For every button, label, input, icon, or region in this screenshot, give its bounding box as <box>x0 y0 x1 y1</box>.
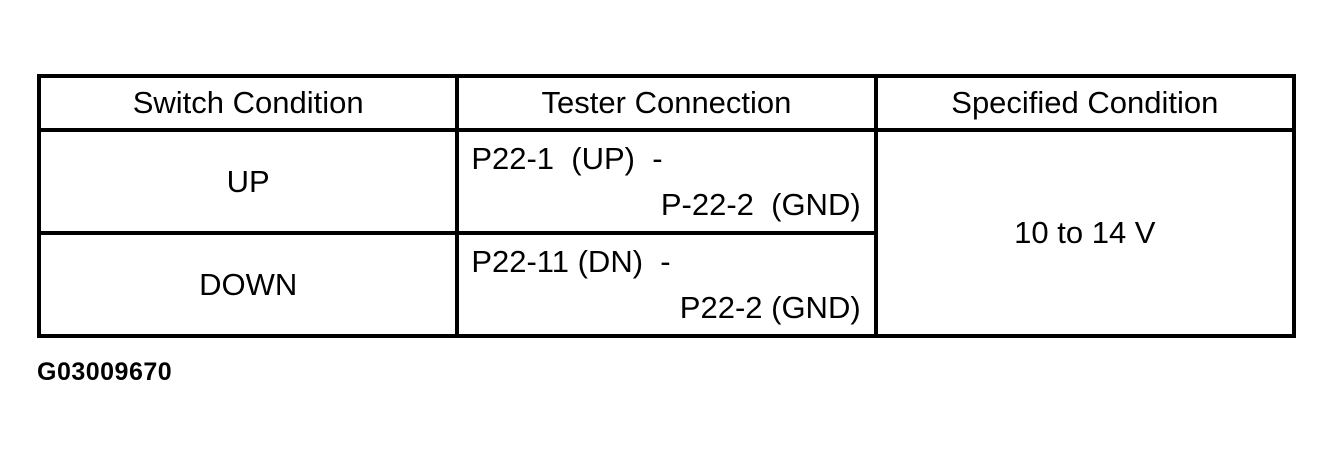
cell-specified-condition-value: 10 to 14 V <box>873 128 1297 338</box>
table-row-up: UP P22-1 (UP) - P-22-2 (GND) 10 to 14 V <box>36 128 1297 338</box>
cell-tester-connection-up: P22-1 (UP) - P-22-2 (GND) <box>455 128 878 235</box>
tester-connection-down-line2: P22-2 (GND) <box>679 290 861 325</box>
electrical-spec-table: Switch Condition Tester Connection Speci… <box>36 74 1297 338</box>
table-row-down: DOWN P22-11 (DN) - P22-2 (GND) <box>36 231 1294 338</box>
cell-tester-connection-down: P22-11 (DN) - P22-2 (GND) <box>455 231 878 338</box>
header-tester-connection: Tester Connection <box>455 74 878 132</box>
header-switch-condition: Switch Condition <box>36 74 460 132</box>
cell-switch-condition-down: DOWN <box>36 231 460 338</box>
header-specified-condition: Specified Condition <box>873 74 1297 132</box>
table-header-row: Switch Condition Tester Connection Speci… <box>36 74 1297 132</box>
tester-connection-up-line2: P-22-2 (GND) <box>660 187 861 222</box>
figure-id-caption: G03009670 <box>37 358 173 386</box>
cell-switch-condition-up: UP <box>36 128 460 235</box>
tester-connection-up-line1: P22-1 (UP) - <box>471 141 663 176</box>
tester-connection-down-line1: P22-11 (DN) - <box>471 244 671 279</box>
